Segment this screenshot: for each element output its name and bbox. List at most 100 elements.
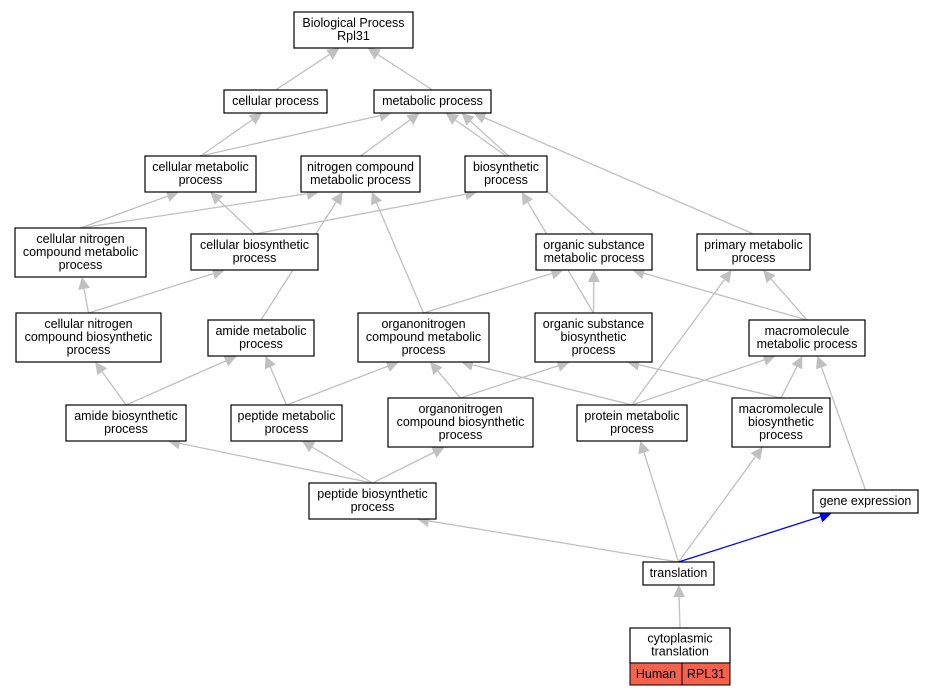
node-label-line: metabolic process xyxy=(757,337,858,351)
node-label-line: biosynthetic xyxy=(560,330,626,344)
node-label-line: process xyxy=(179,173,223,187)
node-box xyxy=(731,397,831,448)
node-label-line: protein metabolic xyxy=(584,409,679,423)
node-box xyxy=(144,155,257,193)
node-label-line: translation xyxy=(651,645,709,659)
edge-cytoplasmic_translation-to-translation xyxy=(678,596,681,629)
edge-cellular_nitrogen_compound_biosynthetic-to-cellular_nitrogen_compound_metabolic xyxy=(83,288,90,314)
node-box xyxy=(190,233,319,271)
node-box xyxy=(14,227,147,278)
arrowhead-cellular_process xyxy=(248,113,262,125)
node-label-line: macromolecule xyxy=(739,402,824,416)
node-label-line: peptide biosynthetic xyxy=(317,487,428,501)
edge-cellular_metabolic-to-cellular_process xyxy=(200,119,253,157)
arrowhead-metabolic_process xyxy=(473,112,487,124)
arrowhead-macromolecule_metabolic xyxy=(791,356,803,370)
arrowhead-bp xyxy=(326,48,340,60)
node-label-line: macromolecule xyxy=(765,324,850,338)
edge-cellular_nitrogen_compound_metabolic-to-nitrogen_compound_metabolic xyxy=(80,193,308,229)
node-box xyxy=(642,561,715,586)
arrowhead-macromolecule_metabolic xyxy=(762,354,776,366)
edge-protein_metabolic-to-macromolecule_metabolic xyxy=(631,359,765,406)
node-label-line: cellular metabolic xyxy=(152,160,249,174)
arrowhead-cellular_nitrogen_compound_metabolic xyxy=(78,277,90,290)
edge-translation-to-gene_expression xyxy=(678,516,821,563)
arrowhead-amide_metabolic xyxy=(223,355,237,367)
edge-biosynthetic-to-metabolic_process xyxy=(455,119,507,157)
node-label-line: process xyxy=(732,251,776,265)
node-box xyxy=(308,482,437,520)
node-label-line: process xyxy=(759,428,803,442)
node-label-line: organonitrogen xyxy=(418,402,502,416)
node-cellular-process[interactable]: cellular process xyxy=(223,89,328,114)
edge-metabolic_process-to-bp xyxy=(377,53,433,91)
node-label-line: process xyxy=(59,258,103,272)
node-label-line: cellular nitrogen xyxy=(44,317,132,331)
tag-box-rpl31 xyxy=(681,662,731,686)
node-label-line: process xyxy=(439,428,483,442)
edge-cellular_biosynthetic-to-biosynthetic xyxy=(254,193,466,235)
tag-label-human: Human xyxy=(636,667,676,681)
edge-amide_biosynthetic-to-cellular_nitrogen_compound_biosynthetic xyxy=(101,371,127,406)
node-label-line: compound metabolic xyxy=(366,330,481,344)
arrowhead-nitrogen_compound_metabolic xyxy=(331,192,343,206)
arrowhead-organic_substance_metabolic xyxy=(550,267,564,280)
edge-protein_metabolic-to-organonitrogen_compound_metabolic xyxy=(472,364,633,406)
arrowhead-organic_substance_metabolic xyxy=(587,270,600,283)
arrowhead-translation xyxy=(673,585,686,598)
node-label-line: process xyxy=(104,422,148,436)
edge-cellular_biosynthetic-to-cellular_metabolic xyxy=(218,199,255,235)
node-box xyxy=(535,233,653,271)
node-label-line: metabolic process xyxy=(544,251,645,265)
arrowhead-cellular_biosynthetic xyxy=(211,267,225,280)
node-box xyxy=(300,155,421,193)
edge-macromolecule_metabolic-to-organic_substance_metabolic xyxy=(643,272,808,321)
node-box xyxy=(696,233,811,271)
node-label-line: peptide metabolic xyxy=(238,409,336,423)
edge-cellular_metabolic-to-metabolic_process xyxy=(200,115,380,157)
tag-label-rpl31: RPL31 xyxy=(687,667,725,681)
node-box xyxy=(812,489,919,514)
edge-cellular_nitrogen_compound_metabolic-to-cellular_metabolic xyxy=(80,195,168,229)
node-box xyxy=(373,89,492,114)
edge-organonitrogen_compound_metabolic-to-organic_substance_metabolic xyxy=(423,272,553,314)
node-box xyxy=(357,312,490,363)
node-label-line: amide metabolic xyxy=(215,324,306,338)
edge-peptide_biosynthetic-to-organonitrogen_compound_biosynthetic xyxy=(372,451,435,484)
node-metabolic-process[interactable]: metabolic process xyxy=(373,89,492,114)
edge-cellular_nitrogen_compound_biosynthetic-to-cellular_biosynthetic xyxy=(88,272,214,314)
node-label-line: Rpl31 xyxy=(337,29,370,43)
node-label-line: Biological Process xyxy=(302,16,404,30)
node-box xyxy=(293,11,414,49)
edge-peptide_biosynthetic-to-peptide_metabolic xyxy=(311,446,373,484)
edge-organonitrogen_compound_biosynthetic-to-organonitrogen_compound_metabolic xyxy=(437,370,461,399)
node-box xyxy=(65,404,187,442)
edge-amide_biosynthetic-to-amide_metabolic xyxy=(125,360,226,406)
node-translation[interactable]: translation xyxy=(642,561,715,586)
node-box xyxy=(223,89,328,114)
node-label-line: process xyxy=(351,500,395,514)
node-gene-expression[interactable]: gene expression xyxy=(812,489,919,514)
node-label-line: organic substance xyxy=(543,317,645,331)
